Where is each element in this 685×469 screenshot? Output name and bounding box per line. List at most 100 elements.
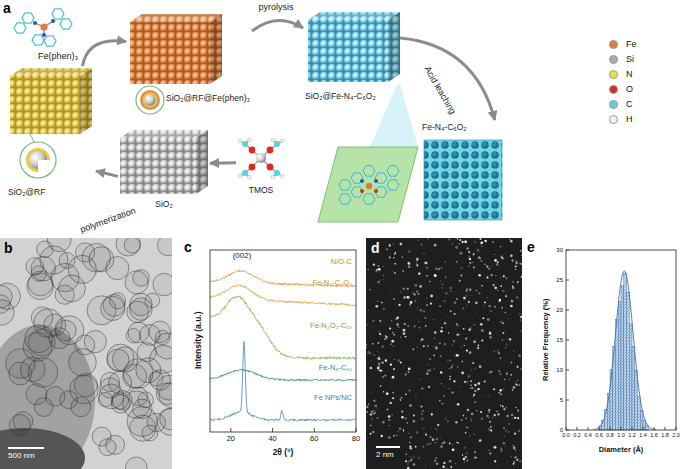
- atom-dot: [419, 309, 422, 312]
- atom-dot: [474, 456, 476, 458]
- atom-dot: [484, 263, 486, 265]
- atom-dot: [493, 356, 495, 358]
- atom-dot: [469, 351, 472, 354]
- atom-dot: [400, 337, 401, 338]
- atom-dot: [382, 345, 384, 347]
- atom-dot: [372, 431, 375, 434]
- atom-dot: [401, 397, 403, 399]
- atom-dot: [452, 448, 455, 451]
- atom-dot: [394, 253, 396, 255]
- atom-dot: [520, 263, 521, 264]
- atom-dot: [479, 317, 480, 318]
- atom-dot: [440, 437, 442, 439]
- atom-dot: [379, 358, 381, 360]
- axis-tick: [665, 427, 666, 430]
- atom-dot: [410, 437, 412, 439]
- atom-dot: [481, 418, 483, 420]
- axis-title: 2θ (°): [273, 448, 294, 457]
- circle: [274, 170, 280, 176]
- atom-dot: [517, 281, 519, 283]
- atom-dot: [391, 320, 392, 321]
- polygon: [318, 147, 418, 222]
- atom-dot: [448, 332, 449, 333]
- atom-dot: [383, 391, 385, 393]
- atom-dot: [393, 368, 395, 370]
- atom-dot: [425, 325, 427, 327]
- atom-dot: [372, 320, 374, 322]
- atom-dot: [487, 318, 490, 321]
- atom-dot: [440, 445, 442, 447]
- process-arrow: [252, 20, 303, 31]
- atom-dot: [463, 345, 464, 346]
- axis-tick: [643, 427, 644, 430]
- atom-dot: [416, 264, 418, 266]
- atom-dot: [483, 304, 484, 305]
- axis-title: Diameter (Å): [599, 446, 644, 454]
- atom-dot: [478, 274, 481, 277]
- atom-dot: [486, 280, 488, 282]
- atom-dot: [393, 345, 395, 347]
- atom-dot: [456, 442, 458, 444]
- atom-dot: [475, 313, 476, 314]
- xrd-curve: [210, 296, 356, 359]
- atom-dot: [413, 348, 415, 350]
- atom-dot: [415, 446, 417, 448]
- atom-dot: [434, 460, 436, 462]
- atom-dot: [410, 456, 412, 458]
- atom-dot: [433, 345, 435, 347]
- atom-dot: [449, 287, 452, 290]
- atom-dot: [431, 427, 432, 428]
- atom-dot: [489, 371, 491, 373]
- panel-letter: a: [3, 1, 11, 15]
- atom-dot: [509, 239, 511, 241]
- atom-dot: [491, 274, 493, 276]
- atom-dot: [478, 382, 481, 385]
- atom-dot: [416, 291, 418, 293]
- atom-dot: [379, 320, 381, 322]
- circle: [374, 179, 378, 183]
- polygon: [10, 68, 92, 76]
- atom-dot: [445, 468, 447, 469]
- circle: [249, 164, 256, 171]
- atom-dot: [415, 298, 417, 300]
- legend-label: H: [626, 115, 633, 124]
- haadf-image: [366, 238, 522, 469]
- use: [22, 13, 34, 23]
- atom-dot: [456, 323, 458, 325]
- atom-dot: [433, 462, 435, 464]
- arrow-label: Acid leaching: [422, 64, 458, 117]
- atom-dot: [444, 322, 446, 324]
- series-label: Fe-N₂O₂-C₁₀: [310, 322, 352, 330]
- atom-dot: [396, 435, 398, 437]
- stage-node: Fe-N₄-C₆O₂: [420, 120, 508, 224]
- atom-dot: [374, 354, 375, 355]
- tick-label: 0.8: [606, 433, 614, 439]
- atom-dot: [509, 379, 511, 381]
- atom-dot: [489, 331, 491, 333]
- atom-dot: [366, 406, 368, 408]
- atom-dot: [514, 456, 516, 458]
- atom-dot: [456, 261, 458, 263]
- g: [238, 138, 284, 179]
- atom-dot: [481, 285, 483, 287]
- atom-dot: [478, 256, 481, 259]
- use: [351, 187, 363, 197]
- atom-dot: [501, 257, 503, 259]
- axis-tick: [566, 340, 569, 341]
- tick-label: 0.0: [562, 433, 570, 439]
- atom-dot: [384, 374, 386, 376]
- atom-dot: [517, 409, 519, 411]
- atom-dot: [426, 297, 427, 298]
- atom-dot: [499, 299, 502, 302]
- histogram-bar: [643, 421, 646, 430]
- atom-dot: [468, 301, 470, 303]
- atom-dot: [452, 364, 453, 365]
- atom-dot: [425, 434, 427, 436]
- atom-dot: [514, 382, 516, 384]
- axis-tick: [314, 428, 315, 432]
- atom-dot: [519, 460, 522, 463]
- legend-label: Si: [626, 55, 634, 64]
- atom-dot: [421, 418, 424, 421]
- atom-dot: [512, 281, 514, 283]
- atom-dot: [504, 445, 506, 447]
